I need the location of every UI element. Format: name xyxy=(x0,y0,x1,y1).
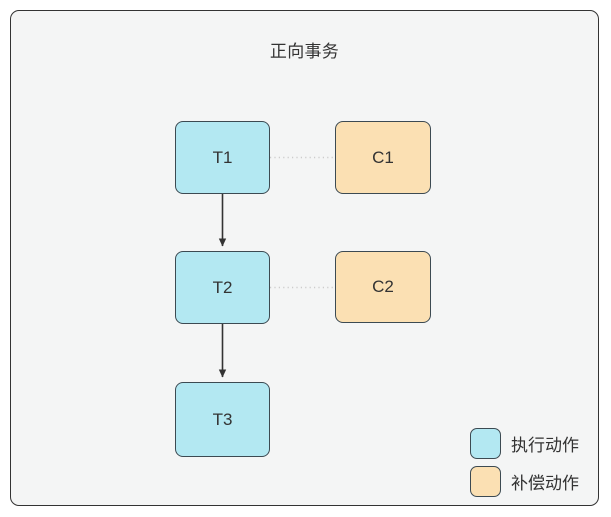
legend-item-exec: 执行动作 xyxy=(470,424,579,462)
node-t2[interactable]: T2 xyxy=(175,251,270,324)
legend-swatch-comp-icon xyxy=(470,465,501,497)
node-t1-label: T1 xyxy=(212,147,233,167)
legend-label-exec: 执行动作 xyxy=(511,435,579,455)
legend: 执行动作 补偿动作 xyxy=(470,424,579,500)
node-c1[interactable]: C1 xyxy=(335,121,431,194)
node-t2-label: T2 xyxy=(212,277,233,297)
legend-swatch-exec-icon xyxy=(470,427,501,459)
subgraph-forward-transaction: 正向事务 xyxy=(10,10,599,506)
node-t1[interactable]: T1 xyxy=(175,121,270,194)
node-t3[interactable]: T3 xyxy=(175,382,270,457)
node-t3-label: T3 xyxy=(212,409,233,429)
node-c2[interactable]: C2 xyxy=(335,251,431,323)
legend-item-comp: 补偿动作 xyxy=(470,462,579,500)
node-c1-label: C1 xyxy=(372,147,394,167)
subgraph-title: 正向事务 xyxy=(269,42,340,61)
node-c2-label: C2 xyxy=(372,277,394,296)
legend-label-comp: 补偿动作 xyxy=(511,473,579,493)
